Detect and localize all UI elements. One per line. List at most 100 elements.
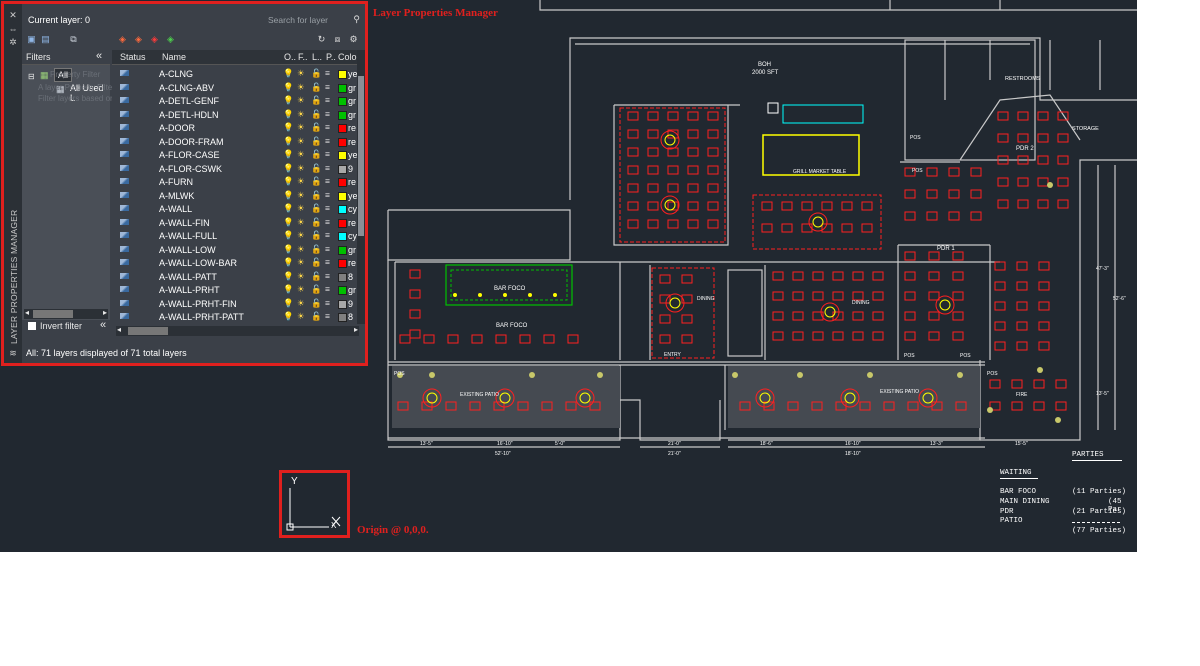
new-vp-frozen-layer-icon[interactable]: ◈ <box>135 34 142 44</box>
color-swatch[interactable] <box>338 299 347 309</box>
layer-status-icon[interactable] <box>120 83 129 90</box>
layer-status-icon[interactable] <box>120 164 129 171</box>
sun-icon[interactable]: ☀ <box>297 176 305 186</box>
bulb-icon[interactable]: 💡 <box>283 149 294 159</box>
layer-name[interactable]: A-DETL-HDLN <box>159 109 219 120</box>
layer-status-icon[interactable] <box>120 205 129 211</box>
printer-icon[interactable]: ≡ <box>325 68 330 78</box>
layer-row[interactable]: A-WALL-LOW-BAR💡☀🔓≡re <box>112 256 357 270</box>
printer-icon[interactable]: ≡ <box>325 284 330 294</box>
unlock-icon[interactable]: 🔓 <box>311 311 322 321</box>
layer-status-icon[interactable] <box>120 191 129 198</box>
layer-name[interactable]: A-CLNG-ABV <box>159 82 215 93</box>
layer-name[interactable]: A-FLOR-CSWK <box>159 163 222 174</box>
color-swatch[interactable] <box>338 232 347 241</box>
col-plot[interactable]: P.. <box>326 52 336 62</box>
color-swatch[interactable] <box>338 218 347 228</box>
filter-all[interactable]: All <box>54 68 73 82</box>
layer-row[interactable]: A-DETL-HDLN💡☀🔓≡gr <box>112 108 357 122</box>
printer-icon[interactable]: ≡ <box>325 230 330 240</box>
unlock-icon[interactable]: 🔓 <box>311 108 322 119</box>
printer-icon[interactable]: ≡ <box>325 81 330 92</box>
layer-status-icon[interactable] <box>120 259 129 265</box>
new-group-filter-icon[interactable]: ▤ <box>41 34 50 44</box>
sun-icon[interactable]: ☀ <box>297 270 305 281</box>
layer-name[interactable]: A-DETL-GENF <box>159 96 220 106</box>
sun-icon[interactable]: ☀ <box>297 68 305 78</box>
sun-icon[interactable]: ☀ <box>297 284 305 294</box>
layer-row[interactable]: A-WALL-FIN💡☀🔓≡re <box>112 216 357 230</box>
properties-icon[interactable]: ✲ <box>9 37 17 47</box>
col-on[interactable]: O.. <box>284 52 297 62</box>
layer-name[interactable]: A-WALL-FULL <box>159 231 218 241</box>
bulb-icon[interactable]: 💡 <box>283 162 294 173</box>
color-swatch[interactable] <box>338 124 347 133</box>
printer-icon[interactable]: ≡ <box>325 297 330 308</box>
color-swatch[interactable] <box>338 205 347 214</box>
color-swatch[interactable] <box>338 151 347 160</box>
unlock-icon[interactable]: 🔓 <box>311 230 322 240</box>
unlock-icon[interactable]: 🔓 <box>311 243 322 254</box>
layer-name[interactable]: A-CLNG <box>159 69 194 79</box>
grid-hscroll-thumb[interactable] <box>128 327 168 335</box>
layer-status-icon[interactable] <box>120 313 129 319</box>
bulb-icon[interactable]: 💡 <box>283 284 294 294</box>
layer-name[interactable]: A-WALL-PRHT-FIN <box>159 298 237 309</box>
color-swatch[interactable] <box>338 97 347 106</box>
sun-icon[interactable]: ☀ <box>297 203 305 213</box>
gear-icon[interactable]: ⚙ <box>349 34 358 44</box>
scroll-right-icon[interactable]: ▸ <box>102 308 107 317</box>
layer-status-icon[interactable] <box>120 178 129 184</box>
printer-icon[interactable]: ≡ <box>325 257 330 267</box>
invert-filter-checkbox[interactable] <box>28 322 36 330</box>
layer-name[interactable]: A-MLWK <box>159 190 195 201</box>
layer-list-hscrollbar[interactable]: ◂ ▸ <box>116 325 359 336</box>
layer-name[interactable]: A-FLOR-CASE <box>159 150 220 160</box>
sun-icon[interactable]: ☀ <box>297 95 305 105</box>
printer-icon[interactable]: ≡ <box>325 122 330 132</box>
bulb-icon[interactable]: 💡 <box>283 108 294 119</box>
sun-icon[interactable]: ☀ <box>297 162 305 173</box>
layer-status-icon[interactable] <box>120 70 129 76</box>
bulb-icon[interactable]: 💡 <box>283 270 294 281</box>
layer-status-icon[interactable] <box>120 137 129 144</box>
unlock-icon[interactable]: 🔓 <box>311 257 322 267</box>
sun-icon[interactable]: ☀ <box>297 257 305 267</box>
sun-icon[interactable]: ☀ <box>297 135 305 146</box>
sun-icon[interactable]: ☀ <box>297 122 305 132</box>
color-swatch[interactable] <box>338 272 347 282</box>
unlock-icon[interactable]: 🔓 <box>311 270 322 281</box>
printer-icon[interactable]: ≡ <box>325 270 330 281</box>
printer-icon[interactable]: ≡ <box>325 135 330 146</box>
printer-icon[interactable]: ≡ <box>325 243 330 254</box>
bulb-icon[interactable]: 💡 <box>283 243 294 254</box>
filter-all-used[interactable]: All Used L <box>70 83 104 103</box>
layer-name[interactable]: A-FURN <box>159 177 193 187</box>
sun-icon[interactable]: ☀ <box>297 108 305 119</box>
layer-row[interactable]: A-FLOR-CASE💡☀🔓≡ye <box>112 148 358 162</box>
layer-row[interactable]: A-DETL-GENF💡☀🔓≡gr <box>112 94 357 108</box>
unlock-icon[interactable]: 🔓 <box>311 135 322 146</box>
unlock-icon[interactable]: 🔓 <box>311 176 322 186</box>
new-layer-icon[interactable]: ◈ <box>119 34 126 44</box>
layer-name[interactable]: A-WALL-PRHT <box>159 285 220 295</box>
color-swatch[interactable] <box>338 83 347 93</box>
bulb-icon[interactable]: 💡 <box>283 297 294 308</box>
layer-row[interactable]: A-MLWK💡☀🔓≡ye <box>112 189 358 203</box>
color-swatch[interactable] <box>338 70 347 79</box>
unlock-icon[interactable]: 🔓 <box>311 149 322 159</box>
col-lock[interactable]: L.. <box>312 52 323 62</box>
sun-icon[interactable]: ☀ <box>297 297 305 308</box>
new-property-filter-icon[interactable]: ▣ <box>27 34 36 44</box>
pin-icon[interactable]: ⇔ <box>8 24 18 34</box>
unlock-icon[interactable]: 🔓 <box>311 284 322 294</box>
printer-icon[interactable]: ≡ <box>325 162 330 173</box>
color-swatch[interactable] <box>338 164 347 174</box>
bulb-icon[interactable]: 💡 <box>283 81 294 92</box>
color-swatch[interactable] <box>338 286 347 295</box>
col-color[interactable]: Colo <box>338 52 357 62</box>
search-input[interactable]: Search for layer ⚲ <box>265 14 362 26</box>
color-swatch[interactable] <box>338 313 347 322</box>
collapse-filters-icon[interactable]: « <box>96 50 103 62</box>
unlock-icon[interactable]: 🔓 <box>311 216 322 227</box>
